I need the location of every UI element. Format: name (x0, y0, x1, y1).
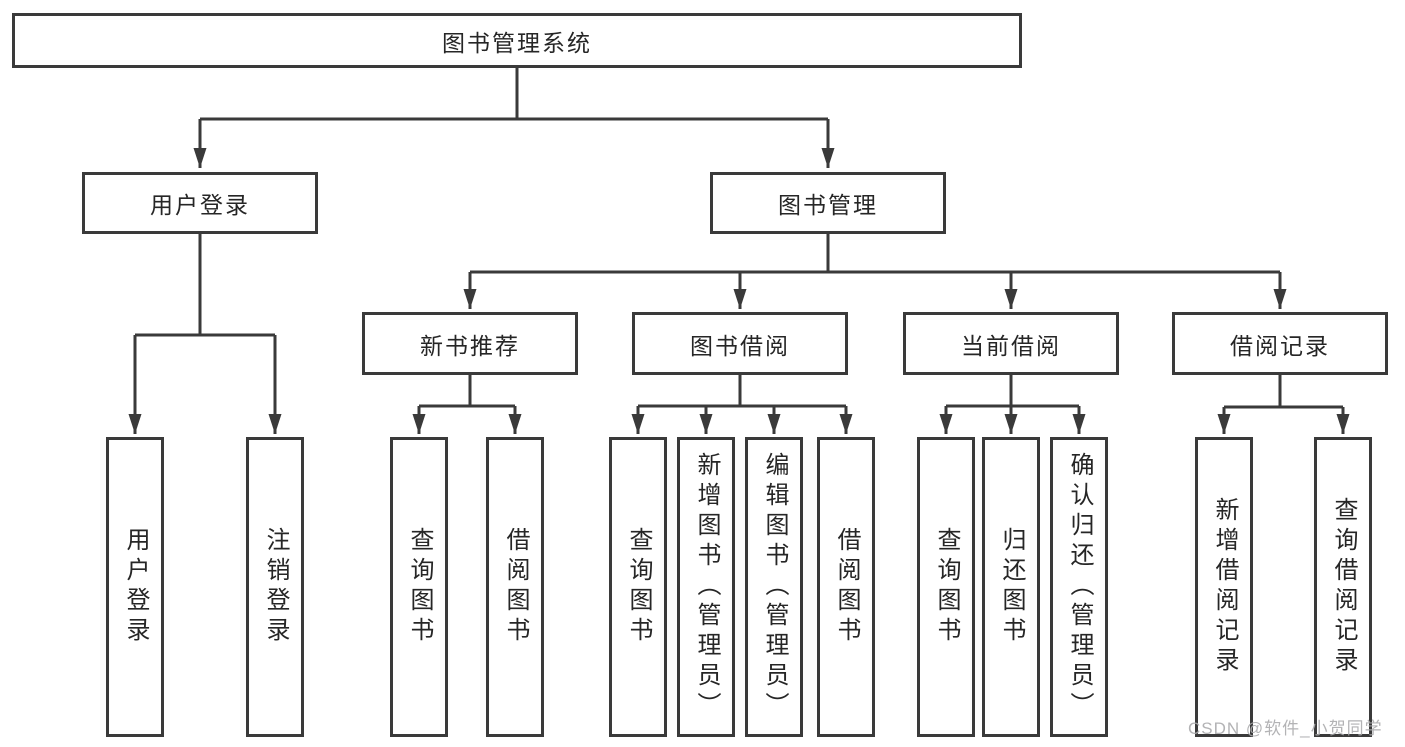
node-user-login: 用户登录 (82, 172, 318, 234)
leaf-bb-borrow-books-label: 借阅图书 (833, 527, 860, 647)
leaf-br-add-record: 新增借阅记录 (1195, 437, 1253, 737)
node-user-login-label: 用户登录 (150, 192, 250, 218)
leaf-nbr-query-books: 查询图书 (390, 437, 448, 737)
leaf-bb-borrow-books: 借阅图书 (817, 437, 875, 737)
node-new-book-recommend-label: 新书推荐 (420, 332, 520, 359)
node-book-borrow: 图书借阅 (632, 312, 848, 375)
leaf-logout: 注销登录 (246, 437, 304, 737)
node-new-book-recommend: 新书推荐 (362, 312, 578, 375)
leaf-cb-return-books-label: 归还图书 (998, 527, 1025, 647)
leaf-cb-query-books-label: 查询图书 (933, 527, 960, 647)
leaf-bb-edit-books-admin: 编辑图书（管理员） (745, 437, 803, 737)
leaf-cb-query-books: 查询图书 (917, 437, 975, 737)
node-book-management-label: 图书管理 (778, 192, 878, 218)
leaf-br-add-record-label: 新增借阅记录 (1211, 497, 1238, 677)
leaf-bb-edit-books-admin-label: 编辑图书（管理员） (761, 452, 788, 722)
leaf-bb-query-books-label: 查询图书 (625, 527, 652, 647)
node-current-borrow: 当前借阅 (903, 312, 1119, 375)
csdn-watermark: CSDN @软件_小贺同学 (1188, 719, 1383, 738)
leaf-br-query-record: 查询借阅记录 (1314, 437, 1372, 737)
leaf-cb-confirm-return-admin: 确认归还（管理员） (1050, 437, 1108, 737)
node-borrow-records: 借阅记录 (1172, 312, 1388, 375)
node-book-management: 图书管理 (710, 172, 946, 234)
leaf-nbr-borrow-books: 借阅图书 (486, 437, 544, 737)
leaf-logout-label: 注销登录 (262, 527, 289, 647)
leaf-user-login: 用户登录 (106, 437, 164, 737)
node-book-borrow-label: 图书借阅 (690, 332, 790, 359)
node-root: 图书管理系统 (12, 13, 1022, 68)
leaf-nbr-borrow-books-label: 借阅图书 (502, 527, 529, 647)
leaf-bb-query-books: 查询图书 (609, 437, 667, 737)
leaf-nbr-query-books-label: 查询图书 (406, 527, 433, 647)
leaf-cb-confirm-return-admin-label: 确认归还（管理员） (1066, 452, 1093, 722)
leaf-bb-add-books-admin: 新增图书（管理员） (677, 437, 735, 737)
leaf-br-query-record-label: 查询借阅记录 (1330, 497, 1357, 677)
node-borrow-records-label: 借阅记录 (1230, 332, 1330, 359)
node-current-borrow-label: 当前借阅 (961, 332, 1061, 359)
leaf-cb-return-books: 归还图书 (982, 437, 1040, 737)
leaf-user-login-label: 用户登录 (122, 527, 149, 647)
leaf-bb-add-books-admin-label: 新增图书（管理员） (693, 452, 720, 722)
node-root-label: 图书管理系统 (442, 29, 592, 56)
